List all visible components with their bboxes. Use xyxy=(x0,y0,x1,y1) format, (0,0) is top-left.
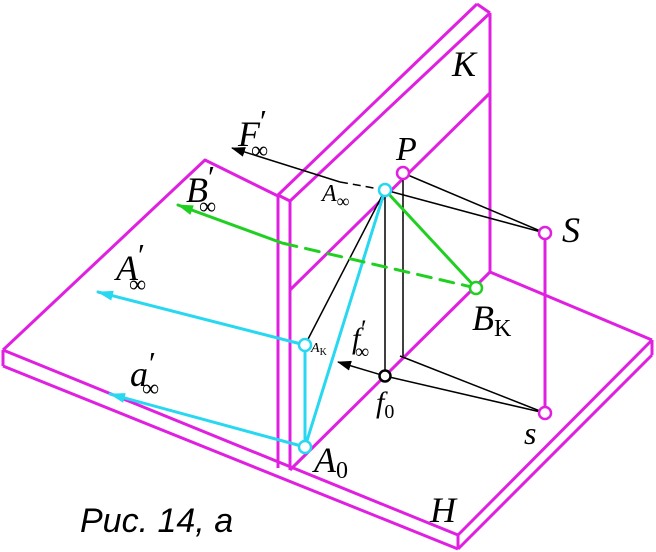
point-s-upper xyxy=(537,225,553,241)
label-plane-h: H xyxy=(429,490,458,530)
point-b-k xyxy=(468,280,484,296)
point-p xyxy=(395,165,411,181)
label-b-inf-prime: B′∞ xyxy=(186,159,216,220)
point-s-lower xyxy=(537,405,553,421)
label-point-p: P xyxy=(395,131,417,168)
point-a-inf xyxy=(377,182,393,198)
plane-h xyxy=(1,158,654,551)
label-a-zero: A0 xyxy=(312,440,348,484)
construction-lines xyxy=(231,147,546,414)
label-f-zero: f0 xyxy=(376,386,394,423)
label-b-k: BK xyxy=(472,298,512,342)
point-f-zero xyxy=(378,369,392,383)
label-a-small-inf-prime: a′∞ xyxy=(130,345,159,402)
label-f-inf-prime: F′∞ xyxy=(237,103,268,164)
green-lines xyxy=(176,188,478,290)
point-a-k xyxy=(297,337,313,353)
figure-caption: Рис. 14, а xyxy=(80,502,233,540)
label-a-inf-prime: A′∞ xyxy=(114,237,146,298)
label-a-inf: A∞ xyxy=(320,181,350,211)
label-point-s-upper: S xyxy=(562,210,580,250)
point-a-zero xyxy=(297,439,313,455)
label-plane-k: K xyxy=(451,44,478,84)
label-f-small-inf-prime: f′∞ xyxy=(352,315,369,363)
label-point-s-lower: s xyxy=(524,415,536,451)
label-a-k: AK xyxy=(310,341,328,358)
cyan-lines xyxy=(96,188,387,449)
points xyxy=(297,165,553,455)
